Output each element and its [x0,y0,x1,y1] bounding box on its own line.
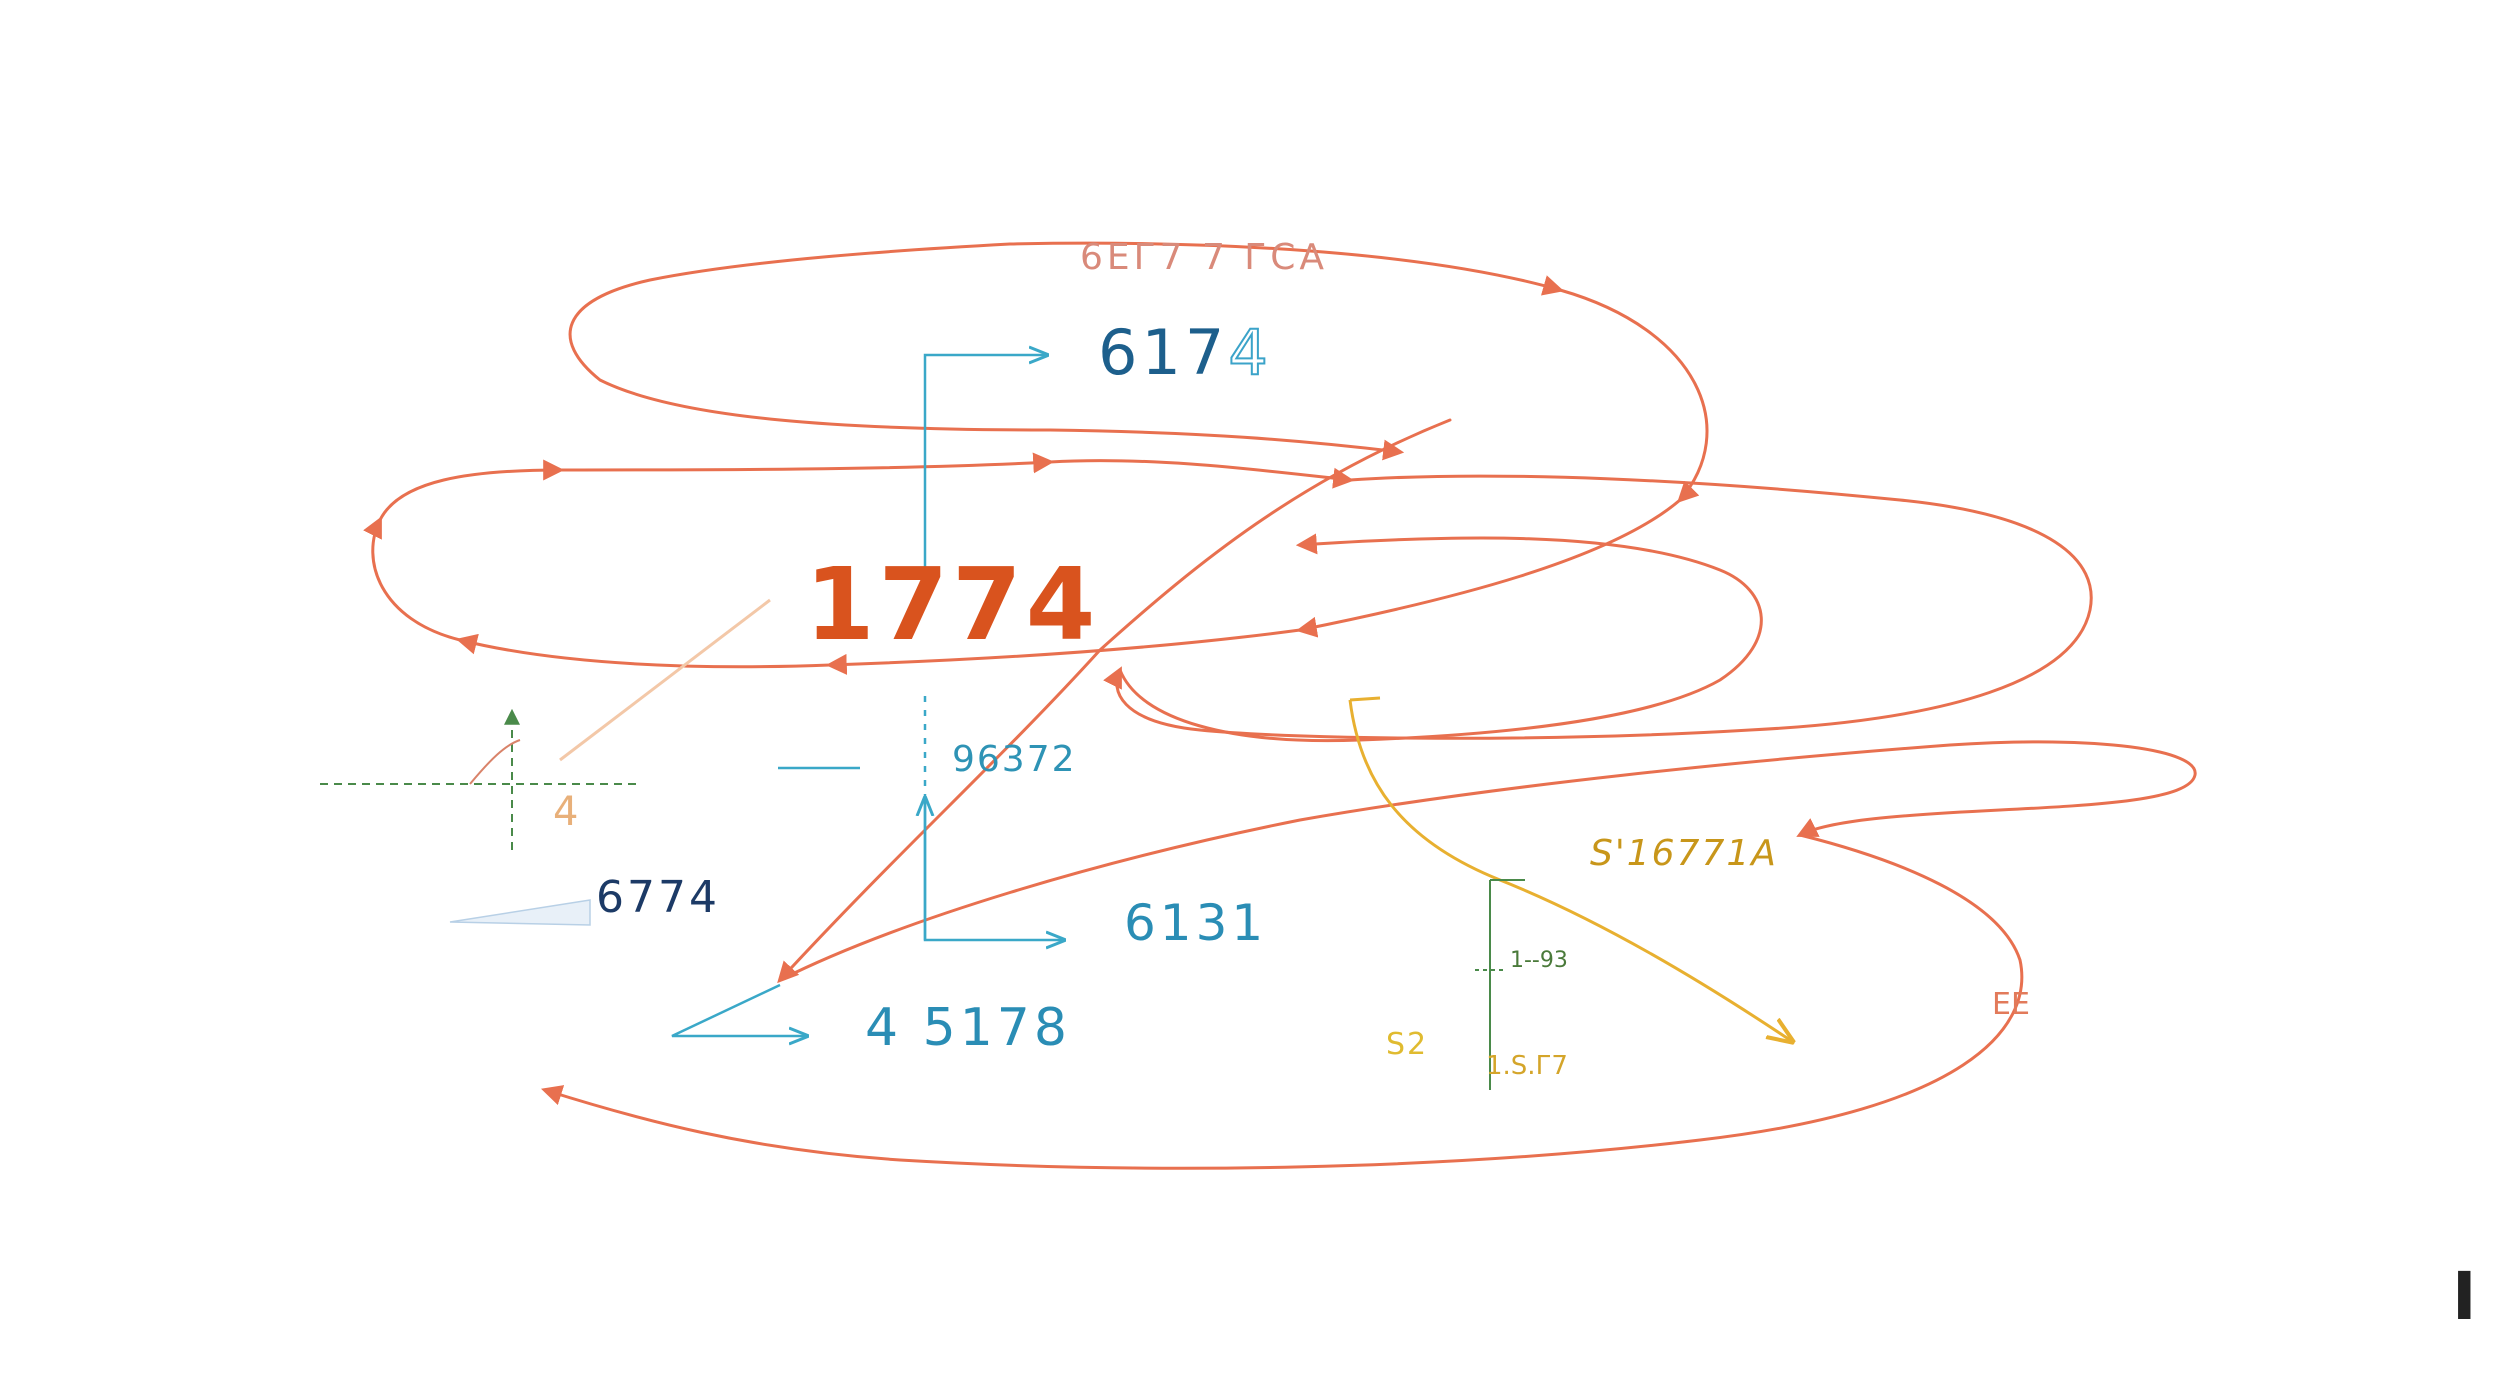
corner-mark: I [2452,1258,2477,1335]
teal-flow [671,355,1062,1036]
bottom-yellow-number: S2 [1386,1027,1429,1062]
loop-paths [363,241,2197,1170]
upper-loop [363,241,1709,675]
yellow-cap [1349,696,1381,702]
small-axis-sketch [320,598,771,926]
top-number-digits: 617 [1098,316,1229,389]
lower-number: 6131 [1124,894,1268,952]
teal-left-wedge [671,983,805,1036]
right-loop [1103,474,2093,740]
lower-return-loop [540,833,2024,1170]
mid-number: 96372 [952,739,1077,780]
left-small-fragment: 4 [553,789,579,835]
mid-sweep [778,740,2197,982]
main-number: 1774 [805,546,1100,663]
green-fragment: 1--93 [1510,948,1568,973]
top-number-last-digit: 4 [1227,316,1272,389]
right-red-fragment: ЕЕ [1992,987,2030,1022]
top-number: 6174 [1098,321,1272,385]
teal-bottom-bracket [923,800,1062,940]
faint-wedge [449,899,591,926]
teal-top-bracket [923,355,1045,580]
inner-right-loop [1118,533,1763,743]
left-number: 6774 [596,872,720,923]
upper-loop-return [568,242,1405,461]
axis-curve [469,739,521,785]
cross-diagonal [777,418,1452,984]
bottom-yellow-fragment: 1.S.Г7 [1486,1051,1568,1081]
faint-top-number: 6ЕГ7 7 ГСА [1080,237,1329,278]
green-bracket [1475,879,1525,1090]
bottom-number: 4 5178 [865,998,1071,1058]
right-yellow-number: S'16771А [1590,833,1778,874]
faint-diagonal [559,598,771,762]
